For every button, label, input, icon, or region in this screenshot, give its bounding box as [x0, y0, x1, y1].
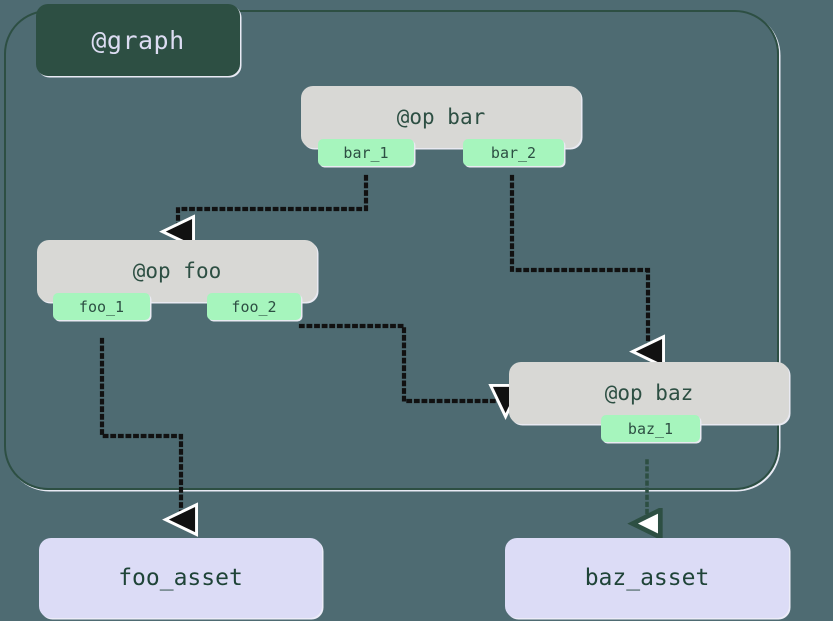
asset-node-foo-asset[interactable]: foo_asset — [39, 538, 322, 618]
op-bar-label: @op bar — [396, 105, 486, 129]
op-node-baz[interactable]: @op baz baz_1 — [509, 362, 789, 442]
port-baz-1[interactable]: baz_1 — [601, 415, 700, 442]
graph-container[interactable] — [4, 10, 779, 490]
op-bar-body[interactable]: @op bar — [301, 86, 581, 148]
asset-foo-asset-label: foo_asset — [118, 565, 243, 591]
asset-node-baz-asset[interactable]: baz_asset — [505, 538, 789, 618]
port-foo-1[interactable]: foo_1 — [53, 293, 150, 320]
op-foo-port-row: foo_1 foo_2 — [37, 293, 317, 320]
port-foo-1-label: foo_1 — [78, 297, 125, 316]
port-foo-2[interactable]: foo_2 — [207, 293, 301, 320]
op-foo-body[interactable]: @op foo — [37, 240, 317, 302]
asset-baz-asset-label: baz_asset — [584, 565, 710, 591]
op-baz-port-row: baz_1 — [509, 415, 789, 442]
op-node-foo[interactable]: @op foo foo_1 foo_2 — [37, 240, 317, 320]
graph-title-chip[interactable]: @graph — [36, 4, 240, 76]
graph-title-label: @graph — [91, 25, 185, 55]
port-bar-1[interactable]: bar_1 — [318, 139, 414, 166]
op-foo-label: @op foo — [132, 259, 222, 283]
port-baz-1-label: baz_1 — [627, 419, 674, 438]
port-bar-2[interactable]: bar_2 — [463, 139, 564, 166]
op-node-bar[interactable]: @op bar bar_1 bar_2 — [301, 86, 581, 166]
op-baz-label: @op baz — [604, 381, 694, 405]
port-bar-1-label: bar_1 — [343, 143, 389, 162]
port-foo-2-label: foo_2 — [231, 297, 277, 316]
op-baz-body[interactable]: @op baz — [509, 362, 789, 424]
op-bar-port-row: bar_1 bar_2 — [301, 139, 581, 166]
port-bar-2-label: bar_2 — [490, 143, 537, 162]
